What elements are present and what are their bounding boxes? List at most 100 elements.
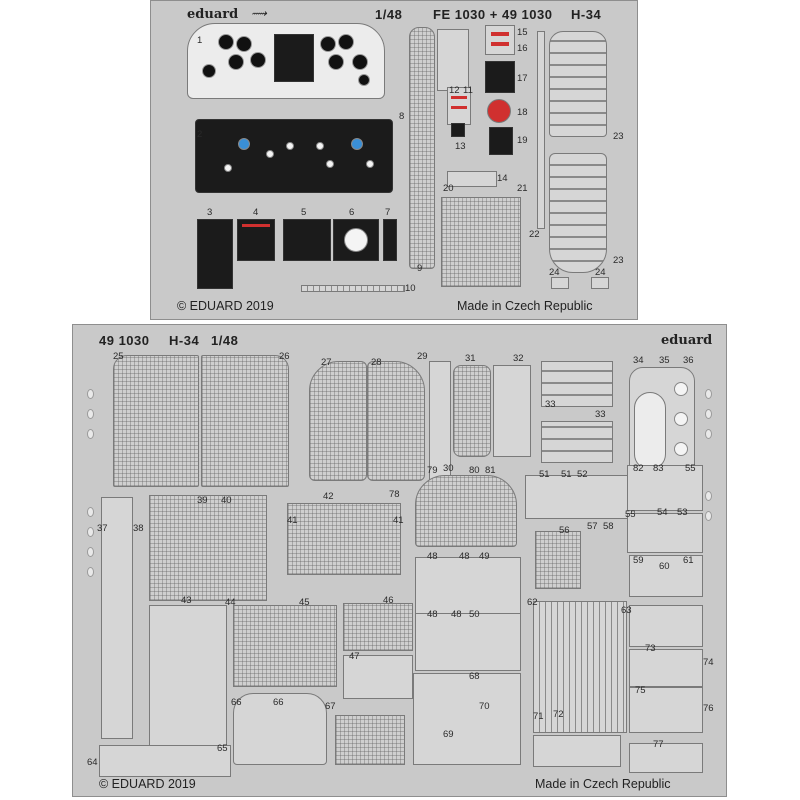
gauge-icon bbox=[326, 160, 334, 168]
part-number: 74 bbox=[703, 657, 714, 668]
side-panel-3 bbox=[197, 219, 233, 289]
rings-77 bbox=[629, 743, 703, 773]
part-number: 61 bbox=[683, 555, 694, 566]
part-number: 20 bbox=[443, 183, 454, 194]
parts-59-61 bbox=[629, 555, 703, 597]
part-number: 40 bbox=[221, 495, 232, 506]
part-number: 46 bbox=[383, 595, 394, 606]
door-mesh-28 bbox=[367, 361, 425, 481]
part-number: 33 bbox=[595, 409, 606, 420]
pedals-66 bbox=[233, 693, 327, 765]
part-24-b bbox=[591, 277, 609, 289]
instrument-panel-lower bbox=[195, 119, 393, 193]
part-number: 24 bbox=[595, 267, 606, 278]
ladder-strips-33-b bbox=[541, 421, 613, 463]
panel-mesh-41-42 bbox=[287, 503, 401, 575]
part-number: 68 bbox=[469, 671, 480, 682]
part-number: 33 bbox=[545, 399, 556, 410]
attitude-gauge-icon bbox=[238, 138, 250, 150]
top-product-code: FE 1030 + 49 1030 bbox=[433, 7, 553, 22]
part-number: 63 bbox=[621, 605, 632, 616]
part-number: 81 bbox=[485, 465, 496, 476]
part-number: 42 bbox=[323, 491, 334, 502]
part-number: 78 bbox=[389, 489, 400, 500]
side-panel-6 bbox=[333, 219, 379, 261]
part-number: 75 bbox=[635, 685, 646, 696]
part-24-a bbox=[551, 277, 569, 289]
mesh-46 bbox=[343, 603, 413, 651]
part-number: 48 bbox=[427, 609, 438, 620]
part-number: 35 bbox=[659, 355, 670, 366]
parts-63 bbox=[629, 605, 703, 647]
rings-48-50 bbox=[415, 613, 521, 671]
frame-43 bbox=[149, 605, 227, 747]
part-number: 26 bbox=[279, 351, 290, 362]
gauge-icon bbox=[202, 64, 216, 78]
bottom-copyright: © EDUARD 2019 bbox=[99, 777, 196, 791]
part-number: 11 bbox=[463, 85, 473, 96]
top-model-name: H-34 bbox=[571, 7, 602, 22]
part-number: 38 bbox=[133, 523, 144, 534]
part-number: 58 bbox=[603, 521, 614, 532]
access-panel-23-a bbox=[549, 31, 607, 137]
bottom-origin: Made in Czech Republic bbox=[535, 777, 671, 791]
bottom-model-name: H-34 bbox=[169, 333, 200, 348]
radar-scope-icon bbox=[344, 228, 368, 252]
part-number: 67 bbox=[325, 701, 336, 712]
parts-73-74 bbox=[629, 649, 703, 687]
grille-62 bbox=[533, 601, 627, 733]
switch-13 bbox=[451, 123, 465, 137]
part-number: 48 bbox=[427, 551, 438, 562]
part-number: 55 bbox=[685, 463, 696, 474]
part-number: 54 bbox=[657, 507, 668, 518]
part-number: 4 bbox=[253, 207, 259, 218]
parts-71-72 bbox=[533, 735, 621, 767]
part-number: 57 bbox=[587, 521, 598, 532]
placard-19 bbox=[489, 127, 513, 155]
part-number: 44 bbox=[225, 597, 236, 608]
part-number: 29 bbox=[417, 351, 428, 362]
mesh-79-81 bbox=[415, 475, 517, 547]
part-number: 41 bbox=[287, 515, 298, 526]
part-number: 21 bbox=[517, 183, 528, 194]
red-light-18 bbox=[487, 99, 511, 123]
panel-32 bbox=[493, 365, 531, 457]
gauge-icon bbox=[218, 34, 234, 50]
gauge-icon bbox=[236, 36, 252, 52]
bracket-82-83 bbox=[627, 465, 703, 511]
part-number: 14 bbox=[497, 173, 508, 184]
mesh-44-45 bbox=[233, 605, 337, 687]
part-15-16 bbox=[485, 25, 515, 55]
top-origin: Made in Czech Republic bbox=[457, 299, 593, 313]
part-number: 77 bbox=[653, 739, 664, 750]
gauge-icon bbox=[316, 142, 324, 150]
rings-48-49 bbox=[415, 557, 521, 615]
cabin-floor-mesh-26 bbox=[201, 355, 289, 487]
parts-75-76 bbox=[629, 687, 703, 733]
part-number: 51 bbox=[561, 469, 572, 480]
warning-strip bbox=[242, 224, 270, 227]
part-number: 62 bbox=[527, 597, 538, 608]
long-strip-37-38 bbox=[101, 497, 133, 739]
part-number: 39 bbox=[197, 495, 208, 506]
part-number: 31 bbox=[465, 353, 476, 364]
top-copyright: © EDUARD 2019 bbox=[177, 299, 274, 313]
bottom-scale: 1/48 bbox=[211, 333, 239, 348]
access-panel-23-b bbox=[549, 153, 607, 273]
gauge-icon bbox=[228, 54, 244, 70]
grille-31 bbox=[453, 365, 491, 457]
part-number: 6 bbox=[349, 207, 355, 218]
part-number: 32 bbox=[513, 353, 524, 364]
seat-frame-mesh bbox=[441, 197, 521, 287]
bottom-product-code: 49 1030 bbox=[99, 333, 150, 348]
instrument-panel-upper bbox=[187, 23, 385, 99]
part-number: 9 bbox=[417, 263, 423, 274]
gauge-icon bbox=[266, 150, 274, 158]
part-number: 59 bbox=[633, 555, 644, 566]
ladder-strips-33-a bbox=[541, 361, 613, 407]
parts-64-65 bbox=[99, 745, 231, 777]
part-number: 47 bbox=[349, 651, 360, 662]
zoom-logo-icon: ⟿ bbox=[251, 8, 267, 20]
part-number: 71 bbox=[533, 711, 544, 722]
red-levers-11-12 bbox=[447, 87, 471, 125]
